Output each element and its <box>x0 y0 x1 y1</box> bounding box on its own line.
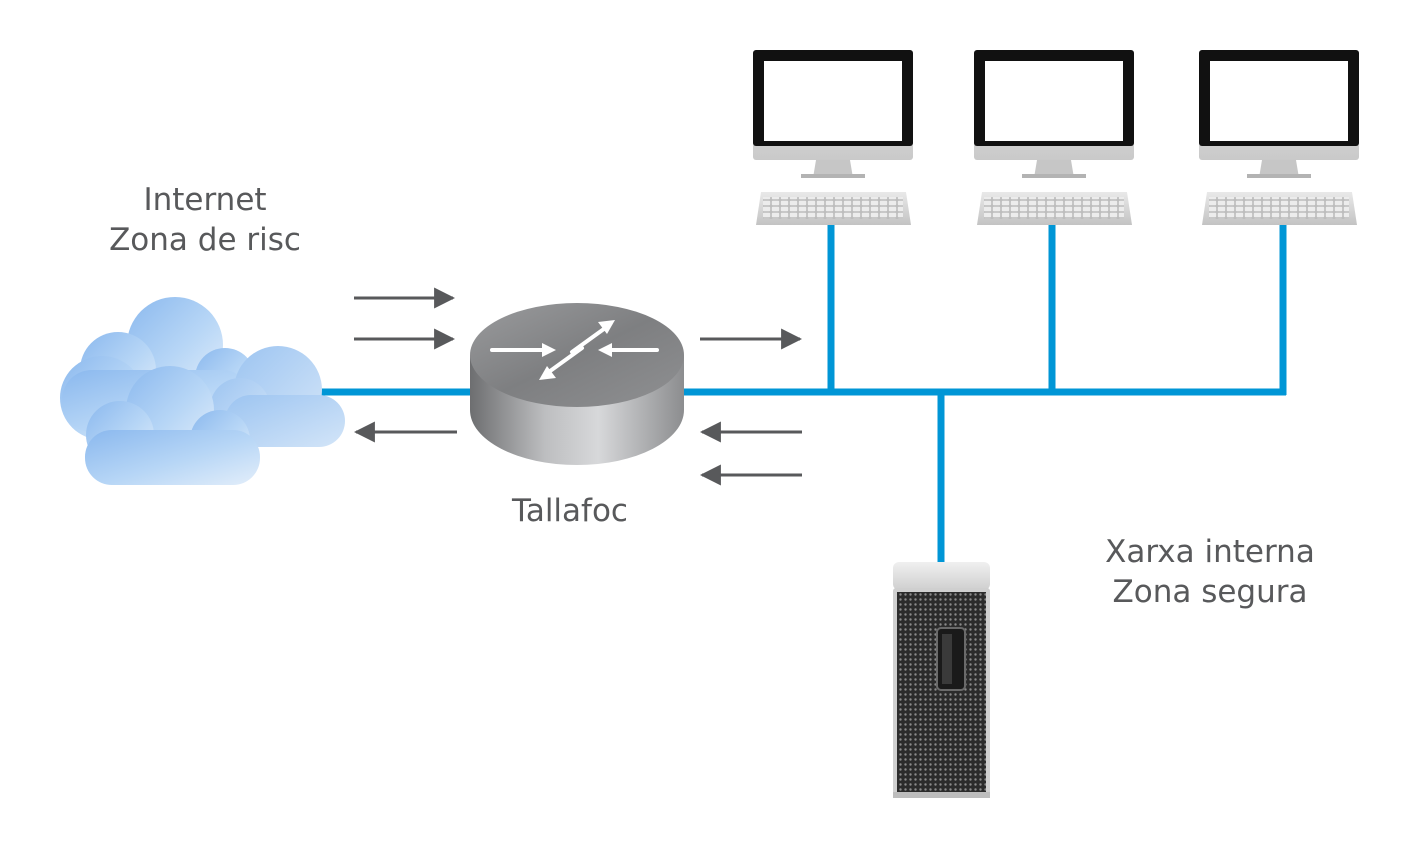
network-lines <box>320 222 1287 566</box>
desktop-computer-icon <box>753 50 913 225</box>
cloud-icon <box>60 297 345 485</box>
desktop-computer-icon <box>974 50 1134 225</box>
arrows-right <box>699 328 803 486</box>
inbound-arrows-left <box>353 287 457 443</box>
workstation-2 <box>974 50 1134 225</box>
internal-zone-label: Xarxa interna Zona segura <box>1060 532 1360 612</box>
internet-label-line1: Internet <box>143 182 267 218</box>
internal-label-line1: Xarxa interna <box>1105 534 1315 570</box>
firewall-router-icon <box>470 303 684 465</box>
internet-zone-label: Internet Zona de risc <box>60 180 350 260</box>
desktop-computer-icon <box>1199 50 1359 225</box>
server-tower-icon <box>893 562 990 798</box>
internet-label-line2: Zona de risc <box>109 222 301 258</box>
workstation-3 <box>1199 50 1359 225</box>
internal-label-line2: Zona segura <box>1112 574 1308 610</box>
firewall-label: Tallafoc <box>512 493 628 529</box>
workstation-1 <box>753 50 913 225</box>
